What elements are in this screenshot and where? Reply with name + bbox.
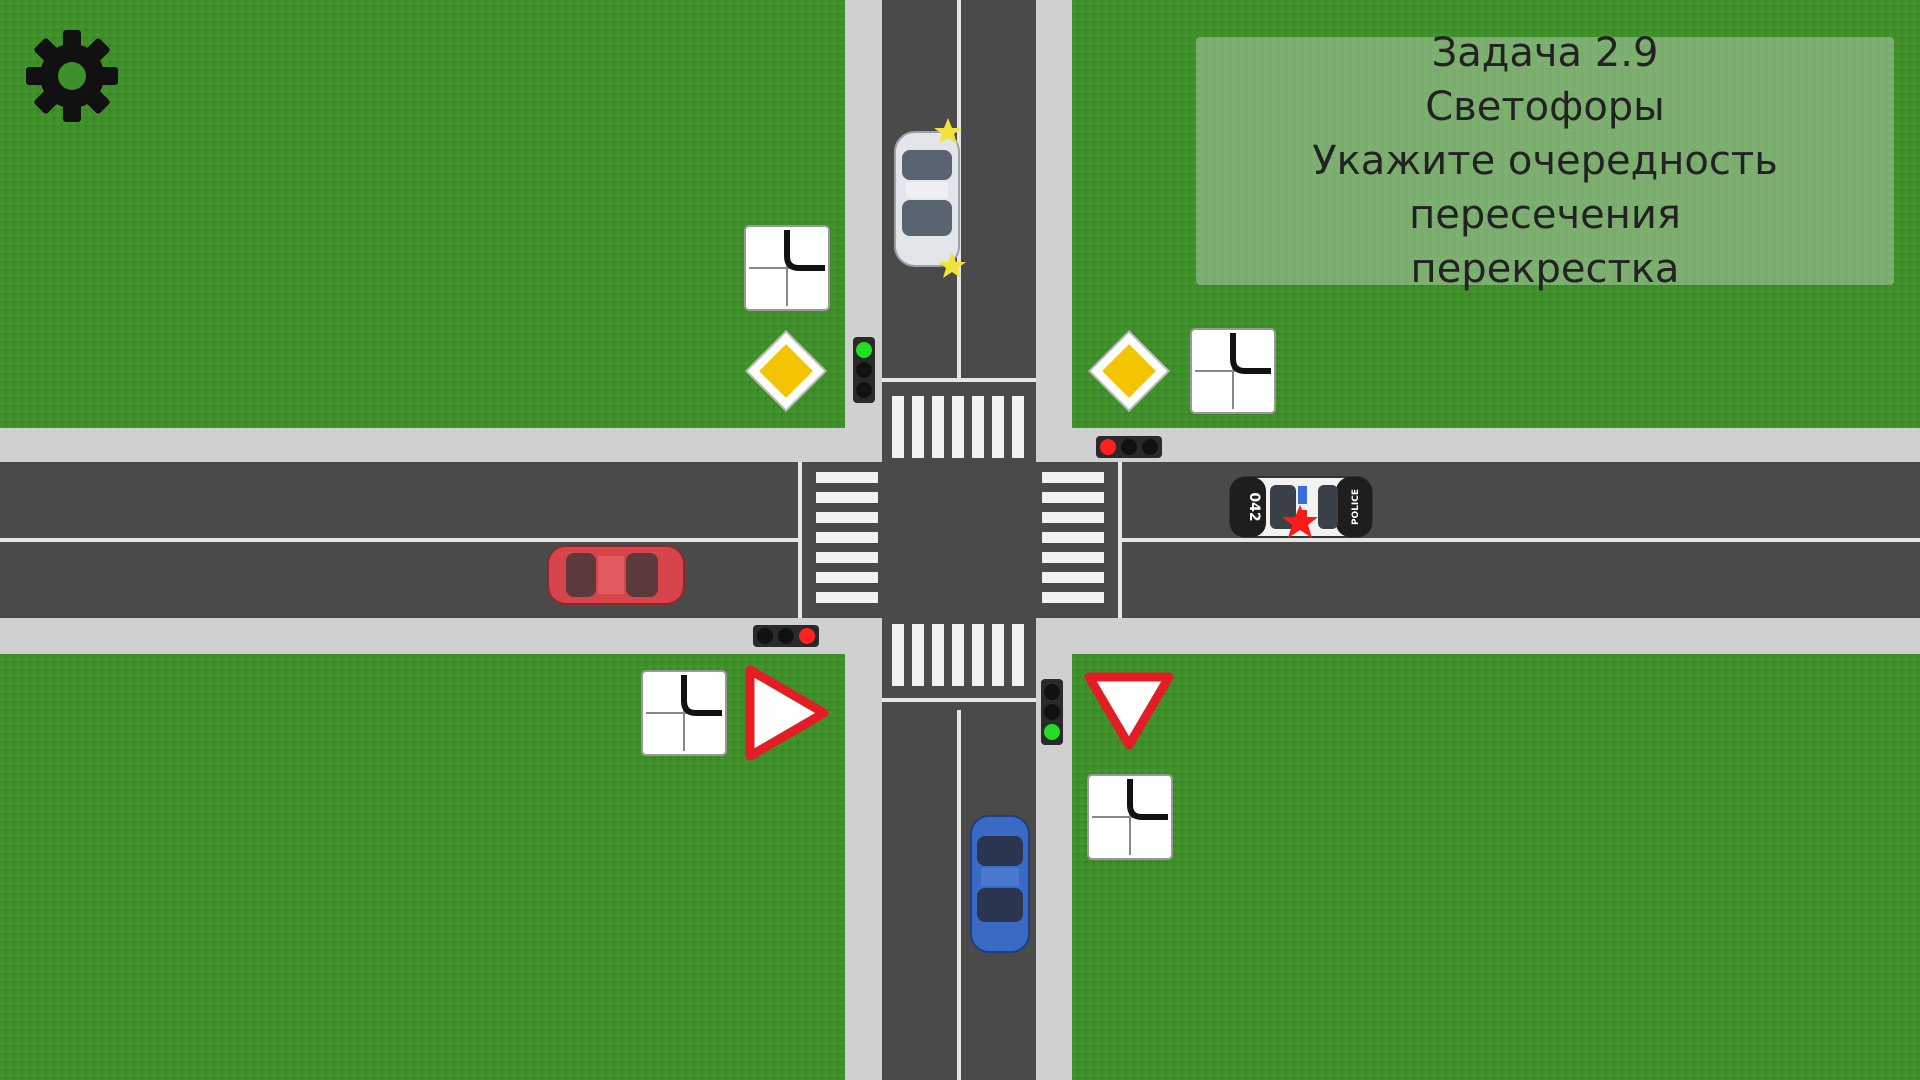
light-red-lit — [799, 628, 815, 644]
light-green-lit — [856, 342, 872, 358]
siren-icon — [1282, 505, 1318, 538]
police-car-label: POLICE — [1351, 489, 1361, 525]
main-road-direction-plate-south — [1088, 775, 1172, 859]
priority-road-sign-north — [744, 329, 828, 413]
priority-road-sign-east — [1087, 329, 1171, 413]
flashing-light-icon — [938, 252, 966, 278]
crosswalk-south — [892, 624, 1024, 686]
white-car[interactable] — [894, 118, 966, 278]
gear-icon — [26, 30, 118, 122]
crosswalk-west — [816, 472, 878, 603]
task-topic: Светофоры — [1425, 84, 1665, 130]
police-car[interactable]: 042 POLICE — [1229, 476, 1373, 538]
traffic-light-east — [1096, 436, 1162, 458]
task-instruction-line2: перекрестка — [1410, 246, 1680, 292]
settings-button[interactable] — [22, 26, 122, 126]
traffic-light-north — [853, 337, 875, 403]
red-car[interactable] — [547, 545, 685, 605]
blue-car[interactable] — [970, 815, 1030, 953]
task-instruction-line1: Укажите очередность пересечения — [1312, 138, 1778, 238]
crosswalk-north — [892, 396, 1024, 458]
give-way-sign-west — [745, 665, 829, 761]
main-road-direction-plate-east — [1191, 329, 1275, 413]
give-way-sign-south — [1084, 672, 1174, 750]
flashing-light-icon — [934, 118, 962, 144]
task-number: Задача 2.9 — [1431, 30, 1659, 76]
crosswalk-east — [1042, 472, 1104, 603]
police-car-plate: 042 — [1246, 492, 1262, 521]
light-green-lit — [1044, 724, 1060, 740]
main-road-direction-plate-west — [642, 671, 726, 755]
main-road-direction-plate-north — [745, 226, 829, 310]
task-panel: Задача 2.9 Светофоры Укажите очередность… — [1196, 30, 1894, 292]
light-red-lit — [1100, 439, 1116, 455]
traffic-light-south — [1041, 679, 1063, 745]
traffic-light-west — [753, 625, 819, 647]
